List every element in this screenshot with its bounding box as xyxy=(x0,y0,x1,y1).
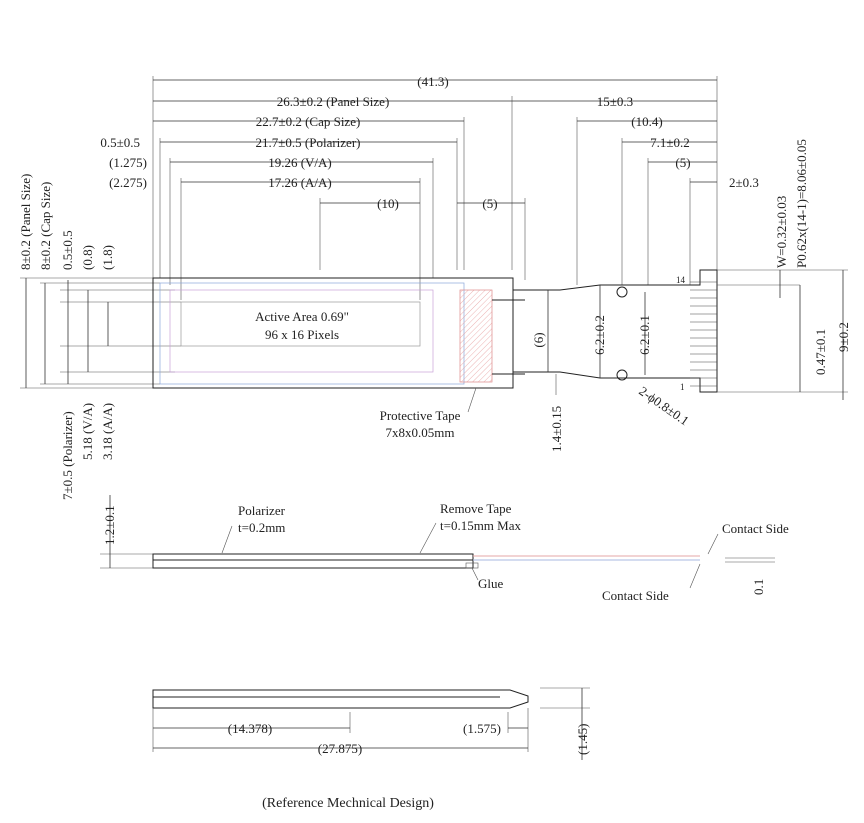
dim-v18: (1.8) xyxy=(100,245,115,270)
footer-caption: (Reference Mechnical Design) xyxy=(262,796,434,811)
dim-v05: 0.5±0.5 xyxy=(60,230,75,270)
remove-tape-t-label: t=0.15mm Max xyxy=(440,518,521,533)
dim-one4: 1.4±0.15 xyxy=(549,406,564,452)
dim-fifteen: 15±0.3 xyxy=(597,94,633,109)
panel-front-view: Active Area 0.69" 96 x 16 Pixels (6) 6.2… xyxy=(152,269,718,452)
right-dimensions: W=0.32±0.03 P0.62x(14-1)=8.06±0.05 0.47±… xyxy=(717,139,851,400)
dim-t01: 0.1 xyxy=(751,579,766,595)
dim-p: P0.62x(14-1)=8.06±0.05 xyxy=(794,139,809,268)
dim-panel-h: 8±0.2 (Panel Size) xyxy=(18,174,33,270)
dim-14378: (14.378) xyxy=(228,721,272,736)
contact-side-label-1: Contact Side xyxy=(722,521,789,536)
pin1-label: 1 xyxy=(680,382,685,392)
protective-tape xyxy=(459,289,493,383)
dim-six: (6) xyxy=(531,332,546,347)
top-dimensions: (41.3) 26.3±0.2 (Panel Size) 15±0.3 22.7… xyxy=(100,74,759,300)
dim-1575: (1.575) xyxy=(463,721,501,736)
dim-t12: 1.2±0.1 xyxy=(102,505,117,545)
dim-27875: (27.875) xyxy=(318,741,362,756)
dim-aa-h: 3.18 (A/A) xyxy=(100,403,115,460)
remove-tape-label: Remove Tape xyxy=(440,501,512,516)
dim-v08: (0.8) xyxy=(80,245,95,270)
tape-label-2: 7x8x0.05mm xyxy=(386,425,455,440)
dim-two3: 2±0.3 xyxy=(729,175,759,190)
polarizer-label: Polarizer xyxy=(238,503,286,518)
dim-cap-h: 8±0.2 (Cap Size) xyxy=(38,182,53,270)
dim-off2275: (2.275) xyxy=(109,175,147,190)
pin14-label: 14 xyxy=(676,275,686,285)
dim-five-r: (5) xyxy=(675,155,690,170)
dim-va: 19.26 (V/A) xyxy=(268,155,332,170)
dim-047: 0.47±0.1 xyxy=(813,329,828,375)
dim-total: (41.3) xyxy=(417,74,448,89)
dim-145: (1.45) xyxy=(575,724,590,755)
dim-ten4: (10.4) xyxy=(631,114,662,129)
fpc-pins xyxy=(690,281,717,387)
dim-off1275: (1.275) xyxy=(109,155,147,170)
dim-panel: 26.3±0.2 (Panel Size) xyxy=(277,94,390,109)
polarizer-t-label: t=0.2mm xyxy=(238,520,285,535)
pixels-label: 96 x 16 Pixels xyxy=(265,327,339,342)
active-area-label: Active Area 0.69" xyxy=(255,309,349,324)
dim-cap: 22.7±0.2 (Cap Size) xyxy=(256,114,361,129)
dim-off05: 0.5±0.5 xyxy=(100,135,140,150)
dim-9: 9±0.2 xyxy=(836,322,851,352)
dim-ten: (10) xyxy=(377,196,399,211)
dim-w: W=0.32±0.03 xyxy=(774,196,789,268)
dim-six2b: 6.2±0.1 xyxy=(637,315,652,355)
tape-label-1: Protective Tape xyxy=(380,408,461,423)
dim-pol: 21.7±0.5 (Polarizer) xyxy=(256,135,361,150)
side-view: 1.2±0.1 Polarizer t=0.2mm Remove Tape t=… xyxy=(100,495,789,603)
dim-va-h: 5.18 (V/A) xyxy=(80,403,95,460)
dim-five-mid: (5) xyxy=(482,196,497,211)
dim-aa: 17.26 (A/A) xyxy=(268,175,332,190)
glue-label: Glue xyxy=(478,576,504,591)
left-dimensions: 8±0.2 (Panel Size) 8±0.2 (Cap Size) 0.5±… xyxy=(18,174,181,500)
dim-pol-h: 7±0.5 (Polarizer) xyxy=(60,411,75,500)
contact-side-label-2: Contact Side xyxy=(602,588,669,603)
bottom-view: (14.378) (1.575) (27.875) (1.45) xyxy=(152,687,590,760)
dim-seven1: 7.1±0.2 xyxy=(650,135,690,150)
dim-six2a: 6.2±0.2 xyxy=(592,315,607,355)
